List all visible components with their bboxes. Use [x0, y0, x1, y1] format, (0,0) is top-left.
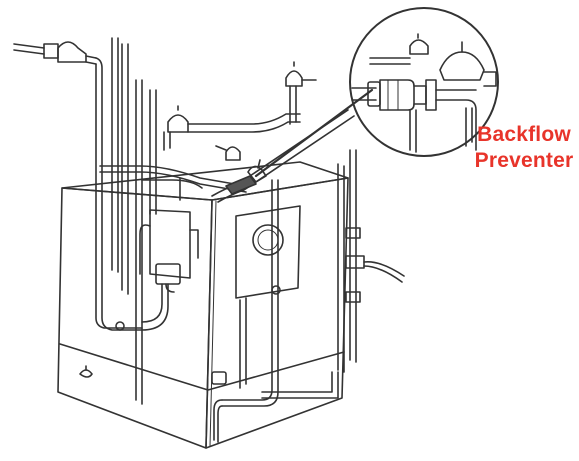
- boiler-illustration: [13, 7, 499, 449]
- label-line-1: Backflow: [477, 123, 571, 146]
- upper-fittings: [163, 61, 317, 161]
- drain-fitting: [79, 365, 93, 378]
- backflow-preventer-small: [225, 159, 267, 195]
- callout-leader: [254, 88, 374, 178]
- magnifier-circle: [349, 7, 499, 157]
- supply-piping: [13, 41, 169, 331]
- front-panel: [235, 205, 301, 389]
- vertical-pipes: [111, 37, 157, 405]
- boiler-cabinet: [57, 161, 349, 449]
- control-box: [139, 209, 199, 293]
- label-line-2: Preventer: [474, 149, 574, 172]
- right-riser: [337, 149, 405, 373]
- front-piping: [211, 179, 339, 443]
- backflow-preventer-label: Backflow Preventer: [472, 122, 576, 174]
